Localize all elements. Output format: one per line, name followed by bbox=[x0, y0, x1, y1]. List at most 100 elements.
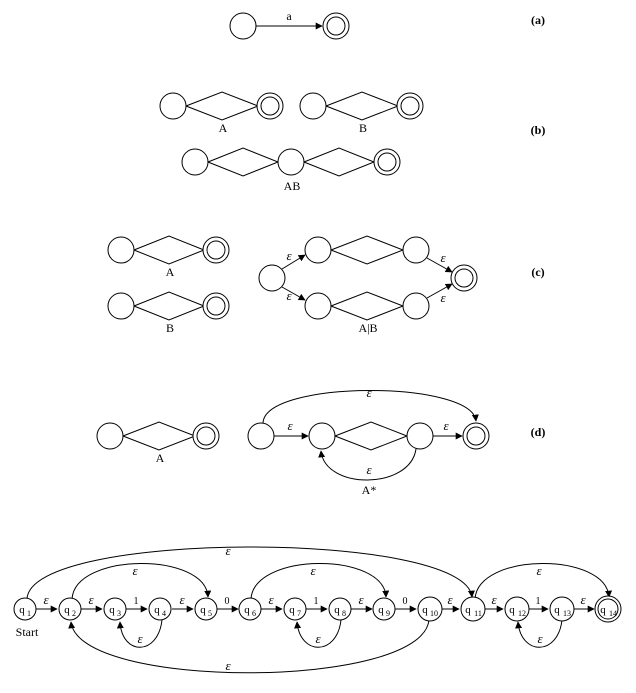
state-q7-index: 7 bbox=[297, 609, 301, 618]
state-a-start bbox=[229, 12, 257, 40]
arc-q2-q5 bbox=[71, 563, 212, 600]
state-q7-prefix: q bbox=[289, 604, 295, 616]
state-d-a-start bbox=[96, 422, 124, 450]
state-q14-prefix: q bbox=[600, 604, 606, 616]
edge-c-eps-4 bbox=[426, 283, 453, 299]
state-b-b-accept-inner bbox=[400, 96, 420, 116]
state-c-union-b-end bbox=[402, 292, 430, 320]
state-q12-index: 12 bbox=[518, 609, 526, 618]
eps-arc-q1-q11: ε bbox=[225, 543, 231, 558]
state-b-a-start bbox=[159, 92, 187, 120]
state-q1-prefix: q bbox=[19, 604, 25, 616]
state-q9-prefix: q bbox=[378, 604, 384, 616]
sym-q5-q6: 0 bbox=[225, 596, 230, 607]
part-a-tag: (a) bbox=[531, 13, 545, 27]
diamond-c-a bbox=[133, 235, 206, 265]
state-q13-prefix: q bbox=[554, 604, 560, 616]
sym-q11-q12: ε bbox=[491, 592, 497, 607]
state-c-b-start bbox=[107, 292, 135, 320]
eps-arc-q2-q5: ε bbox=[132, 563, 138, 578]
eps-loop-q13-q12: ε bbox=[537, 631, 543, 646]
part-b-tag: (b) bbox=[531, 123, 546, 137]
part-c: A B ε ε ε ε A|B (c) bbox=[107, 235, 545, 335]
diamond-b-ab-2 bbox=[303, 147, 376, 177]
sym-q2-q3: ε bbox=[88, 592, 94, 607]
state-d-star-accept-inner bbox=[466, 426, 486, 446]
loop-q4-q3 bbox=[116, 619, 163, 648]
sym-q12-q13: 1 bbox=[536, 596, 541, 607]
eps-loop-q8-q7: ε bbox=[315, 631, 321, 646]
start-label: Start bbox=[16, 625, 39, 639]
label-b-ab: AB bbox=[284, 179, 301, 193]
sym-q10-q11: ε bbox=[447, 592, 453, 607]
loop-q10-q2 bbox=[68, 619, 430, 674]
sym-q1-q2: ε bbox=[43, 592, 49, 607]
state-c-union-start bbox=[258, 264, 286, 292]
sym-q9-q10: 0 bbox=[403, 596, 408, 607]
state-b-a-accept-inner bbox=[260, 96, 280, 116]
diamond-b-a bbox=[185, 91, 260, 121]
chain: ε ε ε ε ε ε ε ε ε ε 1 ε 0 bbox=[13, 543, 622, 674]
state-q1-index: 1 bbox=[27, 609, 31, 618]
eps-d-top: ε bbox=[366, 385, 372, 400]
state-b-ab-start bbox=[181, 148, 209, 176]
label-c-a: A bbox=[166, 265, 175, 279]
part-b: A B AB (b) bbox=[159, 91, 546, 193]
state-c-union-b-start bbox=[304, 292, 332, 320]
diamond-c-union-b bbox=[330, 291, 405, 321]
label-d-a: A bbox=[156, 451, 165, 465]
label-b-a: A bbox=[219, 121, 228, 135]
loop-q13-q12 bbox=[515, 619, 563, 648]
sym-q7-q8: 1 bbox=[314, 596, 319, 607]
state-q6-index: 6 bbox=[252, 609, 256, 618]
state-q13-index: 13 bbox=[563, 609, 571, 618]
edge-d-loop bbox=[318, 448, 417, 481]
label-c-union: A|B bbox=[358, 321, 377, 335]
sym-q13-q14: ε bbox=[580, 592, 586, 607]
state-d-star-inner-start bbox=[308, 422, 336, 450]
edge-c-eps-2 bbox=[281, 286, 306, 301]
sym-q3-q4: 1 bbox=[134, 596, 139, 607]
state-q8-index: 8 bbox=[342, 609, 346, 618]
arc-q6-q9 bbox=[250, 563, 390, 600]
state-q9-index: 9 bbox=[386, 609, 390, 618]
state-b-ab-mid bbox=[277, 148, 305, 176]
eps-c-4: ε bbox=[440, 290, 446, 305]
part-d-tag: (d) bbox=[531, 425, 546, 439]
state-c-a-start bbox=[107, 236, 135, 264]
state-q2-index: 2 bbox=[72, 609, 76, 618]
state-q3-prefix: q bbox=[109, 604, 115, 616]
label-c-b: B bbox=[166, 321, 174, 335]
part-a: a (a) bbox=[229, 9, 545, 40]
state-q11-index: 11 bbox=[474, 609, 482, 618]
eps-loop-q10-q2: ε bbox=[225, 658, 231, 673]
state-q5-prefix: q bbox=[200, 604, 206, 616]
diamond-c-b bbox=[133, 291, 206, 321]
diamond-d-star bbox=[334, 421, 409, 451]
arc-q1-q11 bbox=[26, 546, 475, 600]
state-q10-index: 10 bbox=[430, 609, 438, 618]
sym-q8-q9: ε bbox=[358, 592, 364, 607]
state-d-star-start bbox=[247, 422, 275, 450]
state-a-accept-inner bbox=[326, 16, 346, 36]
state-q6-prefix: q bbox=[244, 604, 250, 616]
state-c-union-accept-inner bbox=[454, 268, 474, 288]
diamond-b-ab-1 bbox=[207, 147, 280, 177]
arc-q11-q14 bbox=[474, 563, 613, 600]
state-q2-prefix: q bbox=[64, 604, 70, 616]
label-b-b: B bbox=[359, 121, 367, 135]
diamond-b-b bbox=[325, 91, 400, 121]
label-d-star: A* bbox=[362, 483, 377, 497]
eps-d-1: ε bbox=[287, 418, 293, 433]
state-q12-prefix: q bbox=[509, 604, 515, 616]
state-c-union-a-start bbox=[304, 236, 332, 264]
state-q11-prefix: q bbox=[465, 604, 471, 616]
